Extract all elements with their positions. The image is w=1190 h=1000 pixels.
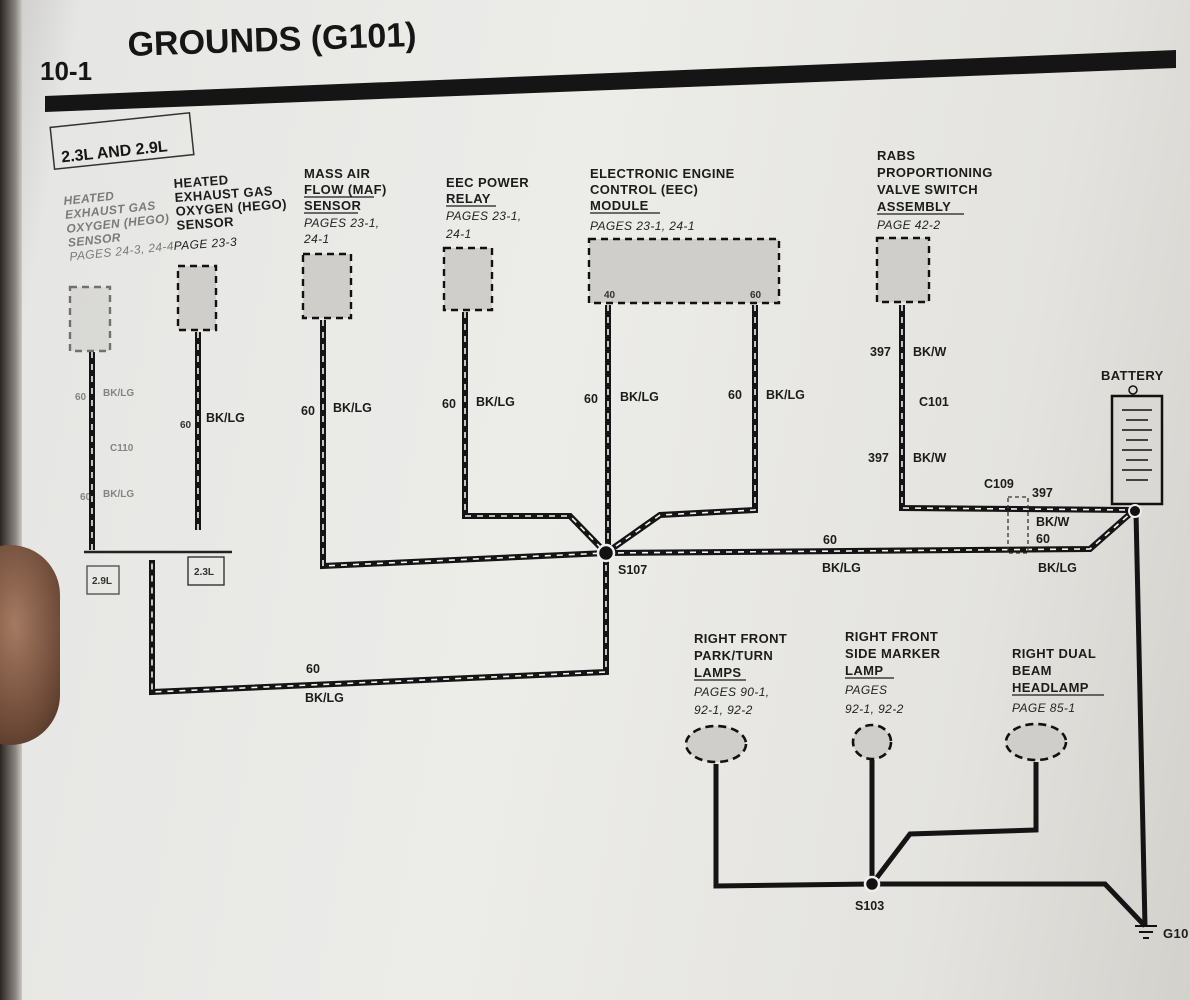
svg-text:60: 60	[728, 388, 742, 402]
engine-box-29-label: 2.9L	[92, 576, 112, 587]
svg-text:PAGE 42-2: PAGE 42-2	[877, 218, 940, 232]
svg-text:60: 60	[442, 397, 456, 411]
svg-text:BK/W: BK/W	[913, 345, 947, 359]
rabs-box	[875, 236, 931, 304]
splice-s103-label: S103	[855, 899, 884, 913]
hego-1-box	[68, 285, 112, 353]
svg-text:HEATED EXHAUST GAS: HEATED EXHAUST GAS OXYGEN (HEGO) SENSOR …	[63, 183, 177, 264]
connector-c109: C109	[984, 477, 1014, 491]
svg-text:BK/LG: BK/LG	[766, 388, 805, 402]
hego-sensor-2: HEATED EXHAUST GAS OXYGEN (HEGO) SENSOR …	[173, 168, 292, 332]
connector-c109-box	[1007, 496, 1029, 554]
svg-text:60: 60	[823, 533, 837, 547]
title-rule	[45, 50, 1176, 112]
svg-text:60: 60	[306, 662, 320, 676]
engine-box-23	[187, 556, 225, 586]
svg-text:HEATED EXHAUST GAS: HEATED EXHAUST GAS OXYGEN (HEGO) SENSOR	[173, 168, 292, 233]
svg-text:60: 60	[1036, 532, 1050, 546]
eec-pin-60: 60	[750, 290, 762, 301]
engine-box-23-label: 2.3L	[194, 567, 214, 578]
svg-text:BK/LG: BK/LG	[305, 691, 344, 705]
side-lamp-symbol	[851, 723, 893, 761]
engine-box-29	[86, 565, 120, 595]
ground-wires	[89, 305, 1134, 696]
svg-text:PAGES 23-1, 24-1: PAGES 23-1, 24-1	[590, 219, 695, 233]
svg-text:C110: C110	[110, 443, 134, 454]
page-edge	[0, 0, 22, 1000]
park-lamp-symbol	[684, 724, 748, 764]
svg-text:397: 397	[1032, 486, 1053, 500]
thumb	[0, 545, 60, 745]
label-underlines	[304, 196, 1104, 696]
hego-sensor-1: HEATED EXHAUST GAS OXYGEN (HEGO) SENSOR …	[63, 183, 177, 353]
svg-text:BK/LG: BK/LG	[103, 489, 134, 500]
svg-text:PAGES 23-1,24-1: PAGES 23-1,24-1	[445, 209, 522, 241]
ground-symbol	[1135, 925, 1157, 939]
svg-text:60: 60	[301, 404, 315, 418]
svg-text:BATTERY: BATTERY	[1101, 368, 1164, 383]
svg-text:BK/W: BK/W	[1036, 515, 1070, 529]
splice-s107-label: S107	[618, 563, 647, 577]
section-number: 10-1	[40, 56, 92, 86]
svg-text:PAGES 23-1,24-1: PAGES 23-1,24-1	[303, 216, 380, 246]
svg-text:60: 60	[584, 392, 598, 406]
svg-text:BK/LG: BK/LG	[103, 388, 134, 399]
battery: BATTERY	[1101, 368, 1164, 506]
svg-text:BK/LG: BK/LG	[620, 390, 659, 404]
relay-box	[442, 246, 494, 312]
svg-text:BK/W: BK/W	[913, 451, 947, 465]
svg-text:397: 397	[870, 345, 891, 359]
svg-text:397: 397	[868, 451, 889, 465]
connector-c101: C101	[919, 395, 949, 409]
engine-tag-box	[49, 111, 195, 171]
eec-pin-40: 40	[604, 290, 616, 301]
lamp-wires	[713, 511, 1148, 928]
eec-box	[587, 237, 781, 305]
svg-text:BK/LG: BK/LG	[822, 561, 861, 575]
svg-text:BK/LG: BK/LG	[476, 395, 515, 409]
svg-text:60: 60	[80, 492, 92, 503]
svg-text:BK/LG: BK/LG	[333, 401, 372, 415]
svg-text:BK/LG: BK/LG	[206, 411, 245, 425]
wire-labels: 60 BK/LG C110 60 BK/LG 60 BK/LG 60 BK/LG…	[75, 345, 1077, 913]
page-title: GROUNDS (G101)	[127, 16, 417, 64]
splice-s103	[863, 875, 881, 893]
svg-text:PAGE 85-1: PAGE 85-1	[1012, 701, 1075, 715]
headlamp-symbol	[1004, 722, 1068, 762]
svg-text:PAGE 23-3: PAGE 23-3	[173, 235, 237, 253]
ground-label: G10	[1163, 926, 1189, 941]
svg-text:60: 60	[180, 420, 192, 431]
hego-2-box	[176, 264, 218, 332]
maf-box	[301, 252, 353, 320]
svg-text:60: 60	[75, 392, 87, 403]
svg-text:PAGES 90-1,92-1, 92-2: PAGES 90-1,92-1, 92-2	[694, 685, 770, 717]
splice-s107	[596, 543, 616, 563]
battery-junction	[1128, 504, 1142, 518]
svg-text:BK/LG: BK/LG	[1038, 561, 1077, 575]
